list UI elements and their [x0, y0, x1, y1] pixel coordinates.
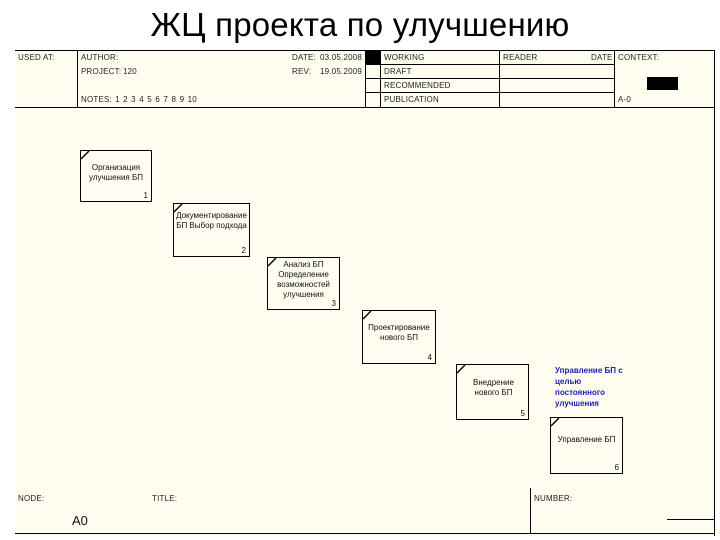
- status-row-line-2: [365, 78, 615, 79]
- footer-number-underline: [667, 519, 715, 520]
- node-label: NODE:: [18, 494, 45, 503]
- status-recommended[interactable]: RECOMMENDED: [384, 81, 451, 90]
- notes-values: 1 2 3 4 5 6 7 8 9 10: [115, 95, 197, 104]
- context-node: A-0: [618, 95, 632, 104]
- reader-date-label: DATE: [591, 53, 613, 62]
- slide-title: ЖЦ проекта по улучшению: [150, 6, 570, 43]
- box-corner-icon: [81, 151, 90, 160]
- rev-label: REV:: [292, 67, 312, 76]
- author-label: AUTHOR:: [81, 53, 119, 62]
- node-value: A0: [72, 513, 88, 528]
- title-label: TITLE:: [152, 494, 178, 503]
- status-publication[interactable]: PUBLICATION: [384, 95, 439, 104]
- rev-value: 19.05.2009: [320, 67, 363, 76]
- status-working[interactable]: WORKING: [384, 53, 425, 62]
- activity-number: 6: [614, 463, 619, 472]
- activity-number: 2: [241, 246, 246, 255]
- activity-label: Управление БП: [557, 435, 616, 444]
- context-label: CONTEXT:: [618, 53, 660, 62]
- reader-label: READER: [503, 53, 538, 62]
- activity-box-6[interactable]: Управление БП 6: [550, 417, 623, 474]
- activity-label: Внедрение нового БП: [473, 378, 514, 397]
- activity-label: Документирование БП Выбор подхода: [176, 211, 247, 230]
- box-corner-icon: [174, 204, 183, 213]
- status-draft[interactable]: DRAFT: [384, 67, 412, 76]
- activity-box-5[interactable]: Внедрение нового БП 5: [456, 364, 529, 420]
- box-corner-icon: [551, 418, 560, 427]
- box-corner-icon: [363, 311, 372, 320]
- activity-label: Проектирование нового БП: [368, 323, 430, 342]
- activity-label: Организация улучшения БП: [89, 163, 143, 182]
- project-label: PROJECT:: [81, 67, 122, 76]
- number-label: NUMBER:: [534, 494, 573, 503]
- divider-title-number: [530, 488, 531, 534]
- activity-box-1[interactable]: Организация улучшения БП 1: [80, 150, 152, 202]
- notes-label: NOTES:: [81, 95, 112, 104]
- activity-number: 5: [520, 409, 525, 418]
- divider-used-at: [77, 50, 78, 107]
- idef0-sheet: USED AT: AUTHOR: PROJECT: 120 NOTES: 1 2…: [15, 50, 715, 536]
- activity-box-4[interactable]: Проектирование нового БП 4: [362, 310, 436, 364]
- activity-box-3[interactable]: Анализ БП Определение возможностей улучш…: [267, 257, 340, 310]
- used-at-label: USED AT:: [18, 53, 55, 62]
- status-row-line-3: [365, 92, 615, 93]
- context-parent-box: [647, 77, 678, 90]
- footer-bottom-border: [15, 533, 715, 534]
- date-value: 03.05.2008: [320, 53, 363, 62]
- date-label: DATE:: [292, 53, 316, 62]
- annotation-text: Управление БП с целью постоянного улучше…: [555, 366, 623, 408]
- activity-box-2[interactable]: Документирование БП Выбор подхода 2: [173, 203, 250, 257]
- sheet-right-border: [714, 50, 715, 536]
- header-top-border: [15, 50, 714, 51]
- box-corner-icon: [268, 258, 277, 267]
- activity-number: 4: [427, 353, 432, 362]
- activity-number: 3: [331, 299, 336, 308]
- header-bottom-border: [15, 107, 714, 108]
- project-value: 120: [123, 67, 137, 76]
- box-corner-icon: [457, 365, 466, 374]
- activity-number: 1: [143, 191, 148, 200]
- activity-label: Анализ БП Определение возможностей улучш…: [277, 260, 330, 299]
- status-row-line-1: [365, 64, 615, 65]
- working-check-mark[interactable]: [366, 51, 380, 64]
